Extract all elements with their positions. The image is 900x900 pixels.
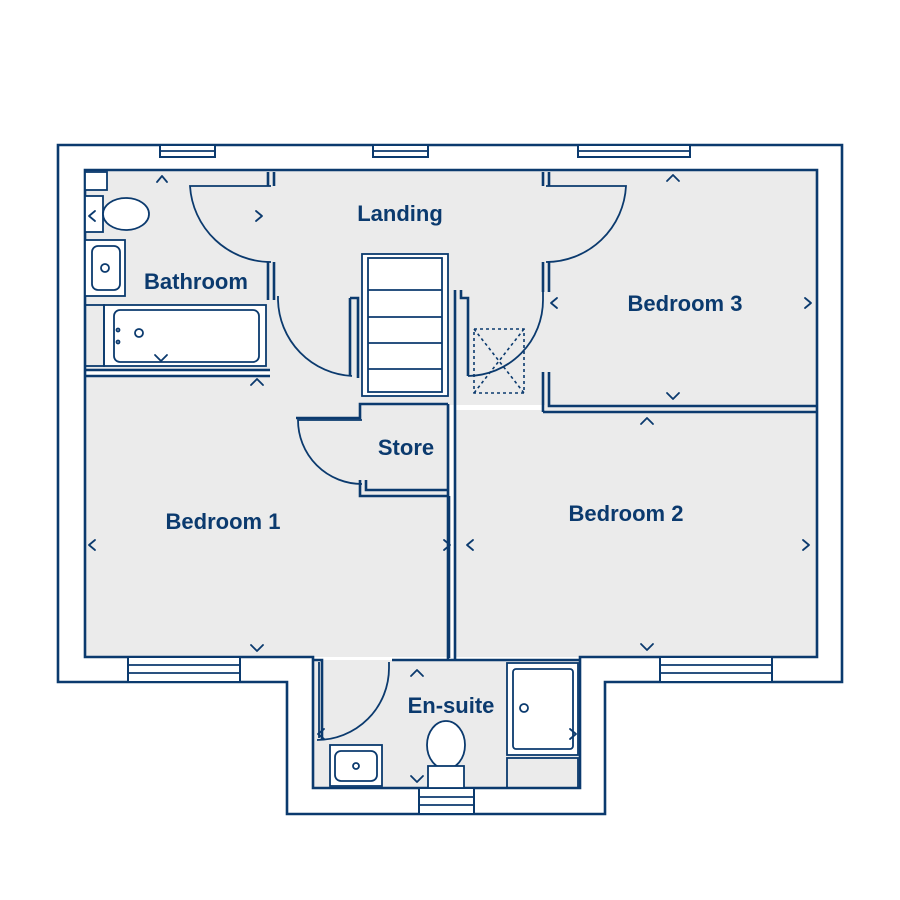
ensuite-walls xyxy=(313,658,580,740)
ensuite-fittings xyxy=(329,662,579,789)
ensuite-basin xyxy=(334,750,378,782)
bedroom2-floor xyxy=(455,410,817,657)
bedroom3-west-wall xyxy=(541,172,817,414)
window-bedroom1 xyxy=(127,656,241,683)
room-label-store: Store xyxy=(378,435,434,460)
chevron-up-icon xyxy=(250,378,264,386)
stair-walls xyxy=(348,290,470,660)
shower-tray xyxy=(512,668,574,750)
bath-panel xyxy=(84,304,105,367)
dimension-markers xyxy=(88,174,812,783)
bath-tub xyxy=(113,309,260,363)
chevron-left-icon xyxy=(466,539,474,551)
chevron-up-icon xyxy=(156,175,168,183)
bathroom-fittings xyxy=(84,171,267,367)
chevron-down-icon xyxy=(640,643,654,651)
staircase xyxy=(361,253,449,397)
chevron-left-icon xyxy=(88,539,96,551)
windows xyxy=(127,144,773,815)
chevron-right-icon xyxy=(804,297,812,309)
chevron-down-icon xyxy=(250,644,264,652)
room-label-bedroom3: Bedroom 3 xyxy=(628,291,743,316)
chevron-left-icon xyxy=(550,297,558,309)
room-labels: Landing Bathroom Bedroom 3 Store Bedroom… xyxy=(144,201,742,718)
stair-inner xyxy=(367,257,443,393)
window-landing xyxy=(372,144,429,158)
doors xyxy=(189,185,627,741)
window-bedroom2 xyxy=(659,656,773,683)
stair-flight xyxy=(361,253,449,397)
bathroom-east-wall xyxy=(266,172,276,300)
chevron-right-icon xyxy=(443,539,451,551)
chevron-down-icon xyxy=(154,354,168,362)
loft-hatch xyxy=(473,328,525,394)
chevron-right-icon xyxy=(255,210,263,222)
ensuite-cupboard xyxy=(506,757,579,789)
chevron-up-icon xyxy=(410,669,424,677)
bedroom3-floor xyxy=(545,170,817,410)
chevron-down-icon xyxy=(666,392,680,400)
chevron-left-icon xyxy=(88,210,96,222)
bathroom-shelf xyxy=(84,171,108,191)
room-label-ensuite: En-suite xyxy=(408,693,495,718)
chevron-up-icon xyxy=(666,174,680,182)
door-store xyxy=(297,419,363,485)
chevron-right-icon xyxy=(569,728,577,740)
chevron-down-icon xyxy=(410,775,424,783)
window-bathroom xyxy=(159,144,216,158)
room-label-bathroom: Bathroom xyxy=(144,269,248,294)
ensuite-toilet-cistern xyxy=(427,765,465,789)
door-bedroom1 xyxy=(277,296,353,377)
door-ensuite xyxy=(316,662,390,741)
bedroom1-floor xyxy=(85,375,450,657)
store-walls xyxy=(296,402,450,660)
door-bedroom3 xyxy=(545,185,627,263)
chevron-up-icon xyxy=(640,417,654,425)
room-label-landing: Landing xyxy=(357,201,443,226)
chevron-right-icon xyxy=(802,539,810,551)
ensuite-toilet-bowl xyxy=(426,720,466,770)
window-ensuite xyxy=(418,787,475,815)
internal-walls xyxy=(85,172,817,740)
room-label-bedroom2: Bedroom 2 xyxy=(569,501,684,526)
room-label-bedroom1: Bedroom 1 xyxy=(166,509,281,534)
door-bedroom2 xyxy=(467,292,544,377)
toilet-cistern xyxy=(84,195,104,233)
basin xyxy=(91,245,121,291)
door-bathroom xyxy=(189,185,272,263)
chevron-left-icon xyxy=(317,728,325,740)
bathroom-south-wall xyxy=(85,368,270,378)
window-bedroom3 xyxy=(577,144,691,158)
toilet-bowl xyxy=(102,197,150,231)
